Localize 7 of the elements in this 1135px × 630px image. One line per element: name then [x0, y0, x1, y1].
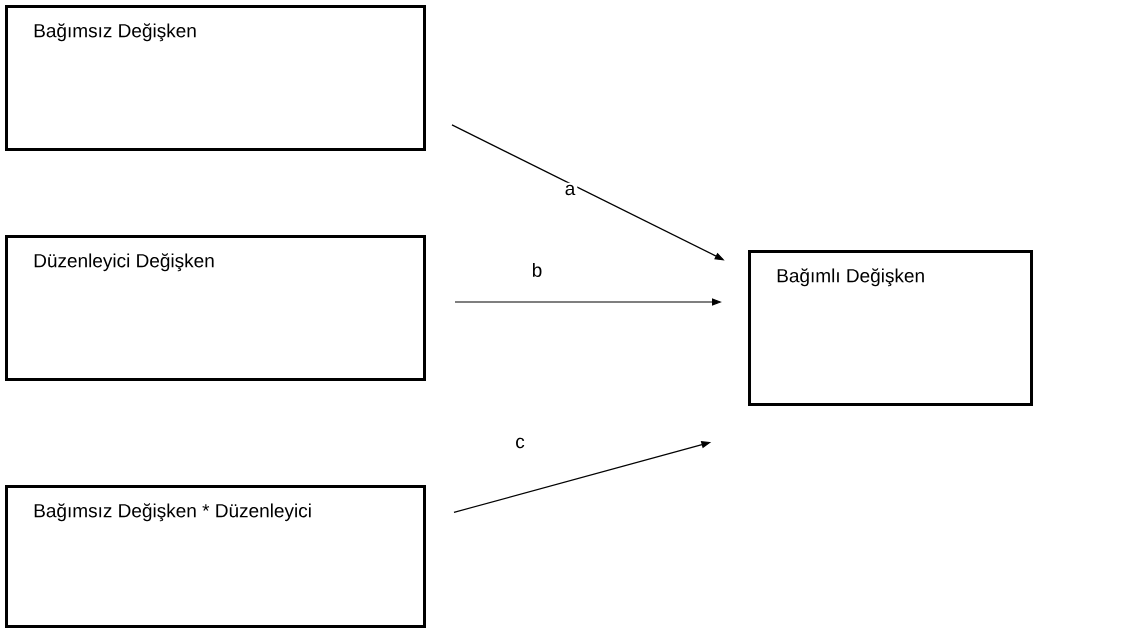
variable-box: Bağımsız Değişken	[5, 5, 426, 151]
variable-box: Bağımsız Değişken * Düzenleyici	[5, 485, 426, 628]
edge-label: c	[513, 435, 527, 451]
variable-box: Bağımlı Değişken	[748, 250, 1033, 406]
variable-box: Düzenleyici Değişken	[5, 235, 426, 381]
edge-label: a	[562, 182, 578, 198]
edge-label: b	[529, 261, 545, 279]
